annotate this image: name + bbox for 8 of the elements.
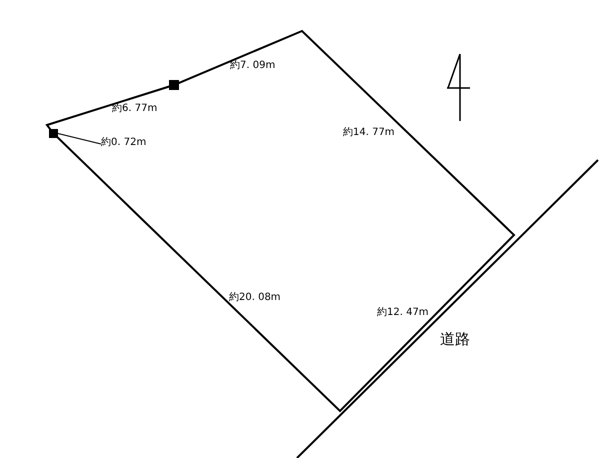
- dimension-label: 約7. 09m: [230, 60, 276, 72]
- dimension-label: 約20. 08m: [229, 292, 281, 304]
- dimension-label: 約12. 47m: [377, 307, 429, 319]
- road-label: 道路: [440, 330, 470, 348]
- dimension-label: 約0. 72m: [101, 136, 146, 150]
- dimension-label: 約14. 77m: [343, 127, 395, 139]
- boundary-marker: [49, 129, 58, 138]
- leader-line: [58, 133, 102, 144]
